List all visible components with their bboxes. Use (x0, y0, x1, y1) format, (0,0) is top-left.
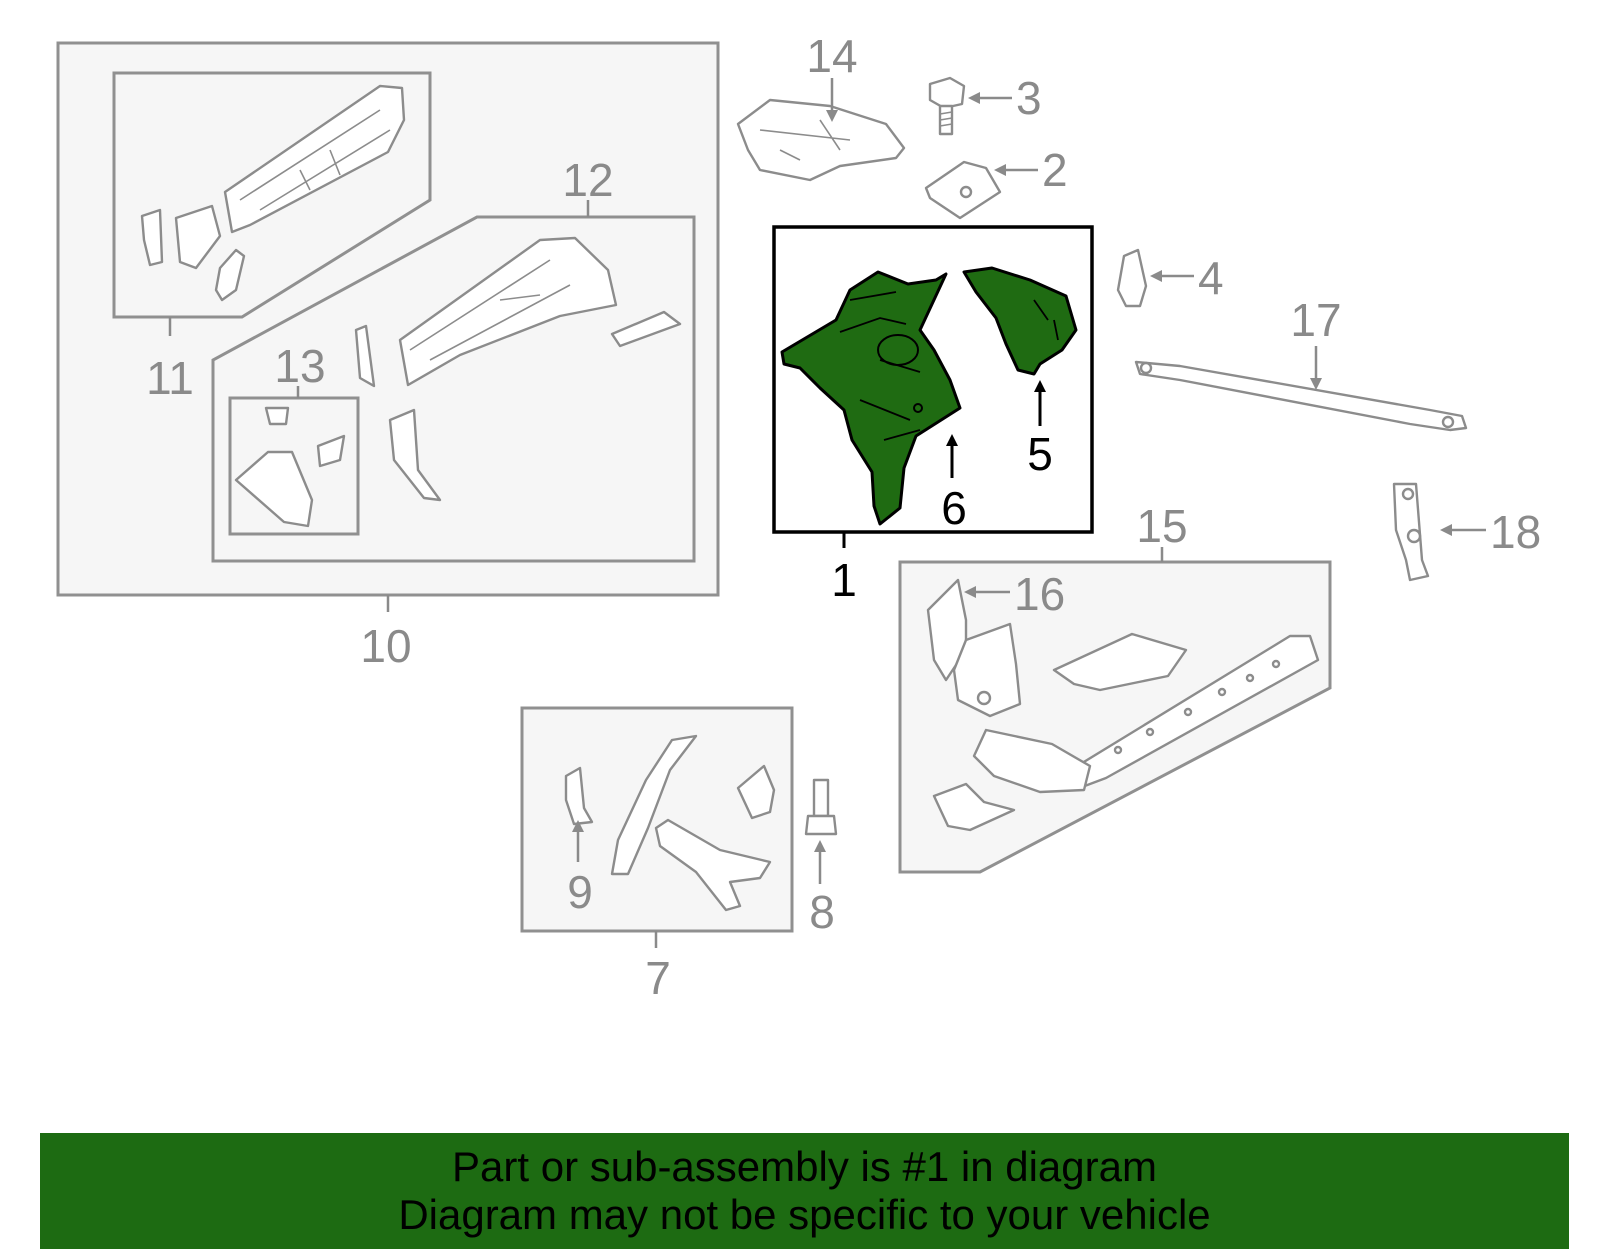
part-17-bar (1134, 360, 1468, 432)
callout-15: 15 (1136, 500, 1187, 552)
part-7-bracket (736, 764, 776, 820)
banner-line-2: Diagram may not be specific to your vehi… (398, 1191, 1211, 1238)
leader-lines (168, 78, 1486, 948)
callout-1: 1 (831, 554, 857, 606)
callout-12: 12 (562, 154, 613, 206)
callout-7: 7 (645, 952, 671, 1004)
part-5-drawing (962, 266, 1078, 376)
callout-labels: 1 2 3 4 5 6 7 8 9 10 11 12 13 14 15 16 1… (146, 30, 1541, 1004)
part-15-sill (972, 634, 1320, 794)
callout-17: 17 (1290, 294, 1341, 346)
callout-9: 9 (567, 866, 593, 918)
part-3-bolt (928, 76, 966, 136)
part-8-stud (804, 778, 838, 836)
banner-line-1: Part or sub-assembly is #1 in diagram (452, 1143, 1157, 1190)
part-11-drawing (140, 84, 406, 302)
group-7 (520, 706, 838, 933)
part-15-bracket-a (1052, 632, 1188, 692)
part-16-drawing (926, 578, 1022, 718)
info-banner: Part or sub-assembly is #1 in diagram Di… (40, 1133, 1569, 1249)
callout-14: 14 (806, 30, 857, 82)
callout-3: 3 (1016, 72, 1042, 124)
callout-18: 18 (1490, 506, 1541, 558)
group-10 (56, 41, 720, 597)
callout-8: 8 (809, 886, 835, 938)
callout-2: 2 (1042, 144, 1068, 196)
part-15-bracket-b (932, 782, 1016, 832)
callout-4: 4 (1198, 252, 1224, 304)
part-4-drawing (1116, 248, 1148, 308)
part-18-drawing (1392, 482, 1430, 582)
part-7-pillar (610, 734, 698, 876)
callout-16: 16 (1014, 568, 1065, 620)
callout-11: 11 (146, 352, 194, 404)
part-12-drawing (354, 236, 682, 502)
part-9-drawing (564, 766, 594, 826)
part-2-bracket (924, 160, 1002, 220)
group-15 (898, 560, 1332, 874)
callout-5: 5 (1027, 428, 1053, 480)
callout-13: 13 (274, 340, 325, 392)
callout-6: 6 (941, 482, 967, 534)
part-13-drawing (234, 406, 346, 528)
part-6-drawing (780, 270, 962, 526)
part-7-brace (654, 818, 772, 912)
part-14-drawing (736, 98, 906, 182)
group-1 (772, 225, 1094, 534)
callout-10: 10 (360, 620, 411, 672)
